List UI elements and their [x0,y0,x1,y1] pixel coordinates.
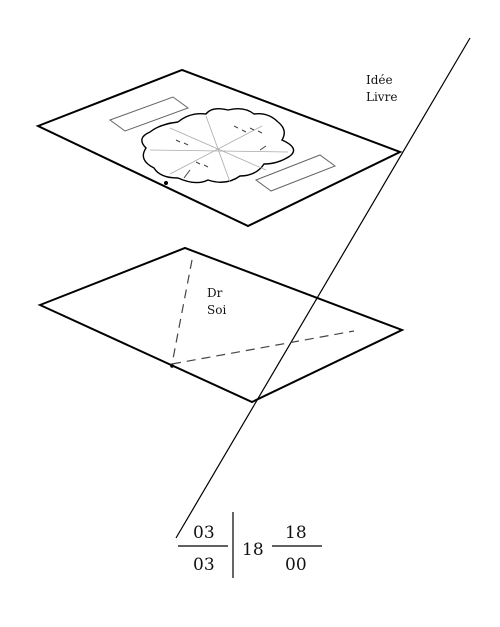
fraction-notation: 03 03 18 18 00 [178,512,322,578]
middle-plane-dashed-lines [171,259,355,365]
fraction-left-denominator: 03 [193,555,215,575]
fraction-whole-number: 18 [242,540,264,560]
fraction-right-numerator: 18 [285,523,307,543]
fraction-left-numerator: 03 [193,523,215,543]
top-plane [35,68,403,228]
top-plane-bar-left [108,96,190,132]
fraction-right-denominator: 00 [285,555,307,575]
label-mid-line1: Dr [207,286,223,300]
frame-tick-marks [175,125,267,179]
top-plane-bar-right [254,154,337,192]
middle-plane-dot [170,364,174,368]
frame-cross-lines [149,115,289,183]
middle-plane [37,246,405,404]
label-top-line1: Idée [366,73,393,87]
label-top-line2: Livre [366,90,397,104]
top-plane-dot [164,181,168,185]
label-mid-line2: Soi [207,303,226,317]
ornate-frame [141,107,295,184]
diagonal-line [175,37,471,539]
